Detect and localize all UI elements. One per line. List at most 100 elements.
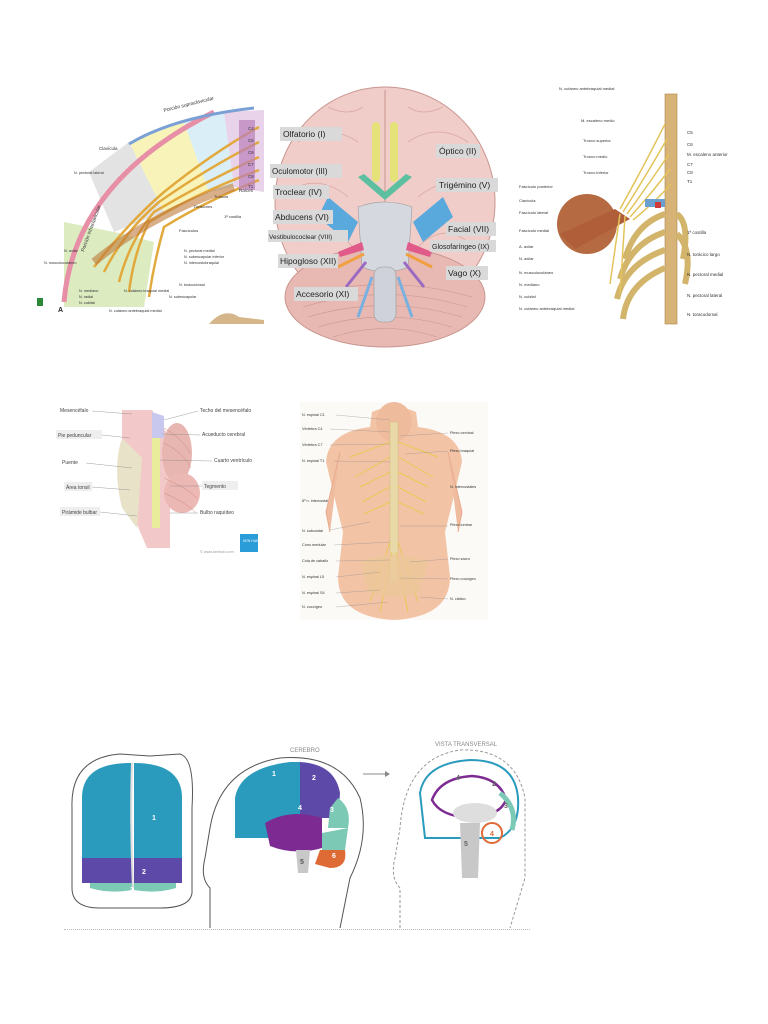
anatomy-label: N. cutáneo antebraquial medial xyxy=(519,306,574,311)
spinal-label: N. ciático xyxy=(450,597,466,601)
anatomy-label: C8 xyxy=(687,170,693,175)
anatomy-label: Tronco superior xyxy=(583,138,612,143)
cranial-nerve-label: Olfatorio (I) xyxy=(283,129,326,139)
publisher-logo-icon xyxy=(37,298,43,306)
brachial-plexus-diagram: Porción supraclavicular Porción infracla… xyxy=(34,92,264,324)
cranial-nerve-label: Glosofaríngeo (IX) xyxy=(432,244,489,251)
anatomy-label: C7 xyxy=(687,162,693,167)
label-box xyxy=(294,287,358,301)
label-box xyxy=(270,164,342,178)
label-box xyxy=(430,240,496,252)
brainstem-label: Bulbo raquídeo xyxy=(200,510,234,516)
lobe-number: 2 xyxy=(492,781,496,788)
parietal-lobe-right xyxy=(134,858,182,883)
anatomy-label: N. mediano xyxy=(519,282,540,287)
label-box xyxy=(268,230,348,242)
root-label: C6 xyxy=(248,150,254,155)
anatomy-label: A. axilar xyxy=(519,244,534,249)
nerve-label: N. radial xyxy=(79,295,93,299)
spinal-label: Plexo lumbar xyxy=(450,523,473,527)
cranial-nerve-label: Facial (VII) xyxy=(448,224,489,234)
label-box xyxy=(446,222,496,236)
anatomy-label: Fascículo medial xyxy=(519,228,549,233)
anatomy-label: N. cutáneo antebraquial medial xyxy=(559,86,614,91)
anatomy-label: T1 xyxy=(687,179,693,184)
nerve-label: N. intercostobraquial xyxy=(184,261,219,265)
lobe-number: 1 xyxy=(272,771,276,778)
anatomy-label: C6 xyxy=(687,142,693,147)
root-label: C8 xyxy=(248,174,254,179)
nerve-label: N. cutáneo antebraquial medial xyxy=(109,309,162,313)
cranial-nerve-label: Vestibulococlear (VIII) xyxy=(269,234,332,241)
anatomy-label: 1ª costilla xyxy=(687,230,707,235)
lobe-number: 3 xyxy=(330,807,334,814)
lobe-number: 4 xyxy=(490,831,494,838)
brain-lobes-svg: 1 2 3 CEREBRO 1 2 3 4 5 6 VISTA TRANSVER… xyxy=(71,742,526,929)
lobe-number: 2 xyxy=(312,775,316,782)
spinal-label: N. espinal S4 xyxy=(302,591,325,595)
nerve-label: N. mediano xyxy=(79,289,98,293)
brachial-plexus-anatomy-svg: N. cutáneo antebraquial medial M. escale… xyxy=(519,86,728,325)
nerve-label: N. musculocutáneo xyxy=(44,261,77,265)
anatomy-label: Tronco inferior xyxy=(583,170,609,175)
nerve-label: N. subescapular xyxy=(169,295,197,299)
label-box xyxy=(446,266,488,280)
cranial-nerves-diagram: Olfatorio (I) Óptico (II) Oculomotor (II… xyxy=(268,82,503,350)
label-clavicle: Clavícula xyxy=(99,146,118,151)
label-trunks: Troncos xyxy=(214,194,228,199)
lobe-number: 3 xyxy=(130,887,134,894)
frontal-lobe-right xyxy=(134,763,182,858)
brainstem-label: Área tonsil xyxy=(66,484,90,491)
anatomy-label: N. pectoral medial xyxy=(687,272,723,277)
spinal-label: N. intercostales xyxy=(450,485,476,489)
parietal-lobe-left xyxy=(82,858,132,883)
spinal-label: N. espinal C1 xyxy=(302,413,325,417)
spinal-label: Vértebra C4 xyxy=(302,427,322,431)
cranial-nerve-label: Abducens (VI) xyxy=(275,212,329,222)
brainstem-diagram: Mesencéfalo Pie peduncular Puente Área t… xyxy=(52,398,262,556)
spinal-label: N. espinal T1 xyxy=(302,459,324,463)
spinal-nerves-svg: N. espinal C1 Vértebra C4 Vértebra C7 N.… xyxy=(302,402,476,620)
nerve-label: N. cubital xyxy=(79,301,95,305)
anatomy-label: Fascículo lateral xyxy=(519,210,548,215)
lobe-number: 5 xyxy=(464,841,468,848)
anatomy-label: Tronco medio xyxy=(583,154,608,159)
cranial-nerve-label: Accesorio (XI) xyxy=(296,289,350,299)
spinal-label: N. espinal L5 xyxy=(302,575,324,579)
label-cords: Fascículos xyxy=(179,228,198,233)
label-divisions: Divisiones xyxy=(194,204,212,209)
cross-view-title: VISTA TRANSVERSAL xyxy=(435,742,498,748)
logo-text: KEN HUB xyxy=(243,539,259,543)
lobe-number: 6 xyxy=(332,853,336,860)
label-box xyxy=(278,254,338,268)
divider-line xyxy=(64,929,530,930)
spinal-label: Plexo coccígeo xyxy=(450,577,476,581)
anatomy-label: Clavícula xyxy=(519,198,536,203)
spinal-label: Plexo sacro xyxy=(450,557,470,561)
anatomy-label: N. axilar xyxy=(519,256,534,261)
nerve-label: N. toracodorsal xyxy=(179,283,205,287)
brachial-plexus-anatomy: N. cutáneo antebraquial medial M. escale… xyxy=(515,84,735,326)
lobe-number: 4 xyxy=(456,775,460,782)
root-label: C4 xyxy=(248,126,254,131)
anatomy-label: Fascículo posterior xyxy=(519,184,553,189)
nerve-label: N. pectoral lateral xyxy=(74,171,104,175)
kenhub-logo-icon xyxy=(240,534,258,552)
label-box xyxy=(280,127,342,141)
label-box xyxy=(60,507,100,516)
cranial-nerve-label: Trigémino (V) xyxy=(439,180,490,190)
brainstem-label: Pie peduncular xyxy=(58,433,92,439)
brainstem-label: Cuarto ventrículo xyxy=(214,458,252,464)
spinal-label: N. subcostal xyxy=(302,529,323,533)
brainstem-svg: Mesencéfalo Pie peduncular Puente Área t… xyxy=(56,408,259,554)
cranial-nerves-svg: Olfatorio (I) Óptico (II) Oculomotor (II… xyxy=(268,86,498,348)
root-label: C5 xyxy=(248,138,254,143)
label-box xyxy=(273,185,329,199)
figure-letter: A xyxy=(58,307,63,314)
copyright-text: © www.kenhub.com xyxy=(200,550,234,554)
brainstem-label: Acueducto cerebral xyxy=(202,432,245,438)
label-box xyxy=(273,210,333,224)
label-box xyxy=(436,144,480,158)
cranial-nerve-label: Troclear (IV) xyxy=(275,187,322,197)
brainstem-label: Pirámide bulbar xyxy=(62,510,97,516)
